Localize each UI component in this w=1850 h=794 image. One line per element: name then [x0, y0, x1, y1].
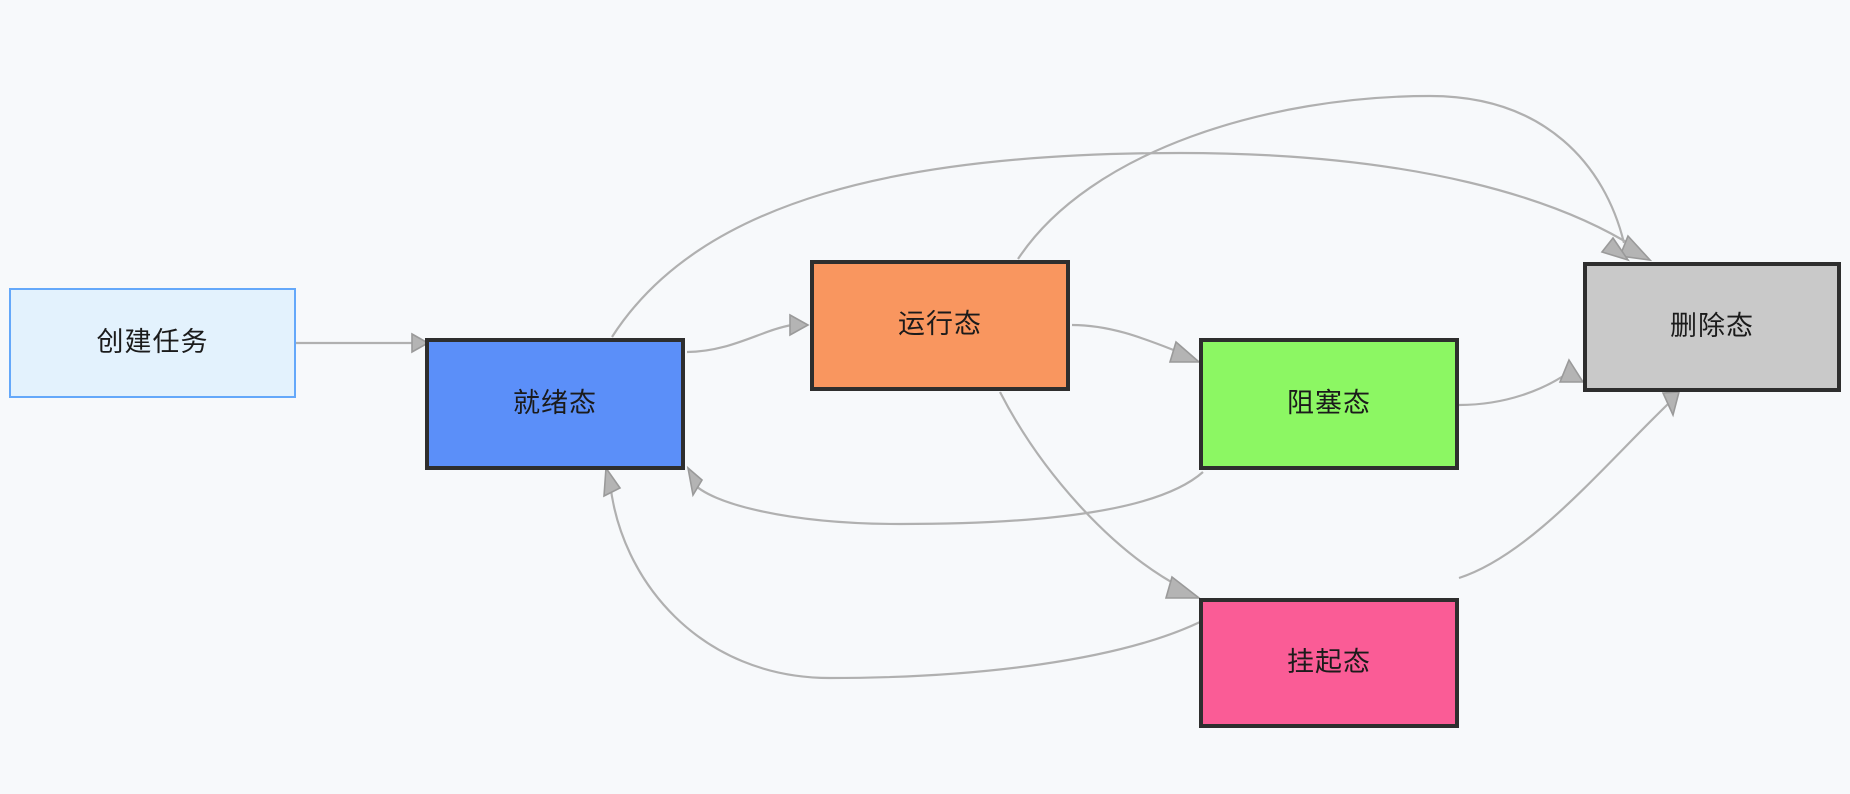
node-label-suspended-state: 挂起态	[1287, 646, 1371, 678]
node-deleted-state[interactable]: 删除态	[1583, 262, 1841, 392]
edge-create-to-ready	[296, 332, 430, 354]
edge-suspended-to-ready	[603, 465, 1201, 680]
node-ready-state[interactable]: 就绪态	[425, 338, 685, 470]
edge-running-to-blocked	[1071, 323, 1202, 363]
edge-running-to-suspended	[999, 391, 1202, 599]
node-label-running-state: 运行态	[898, 309, 982, 341]
node-label-ready-state: 就绪态	[513, 387, 597, 419]
edge-blocked-to-deleted	[1458, 358, 1585, 407]
edge-blocked-to-ready	[686, 465, 1204, 526]
node-running-state[interactable]: 运行态	[810, 260, 1070, 391]
edge-ready-to-running	[686, 313, 810, 354]
node-label-deleted-state: 删除态	[1670, 310, 1754, 342]
node-suspended-state[interactable]: 挂起态	[1199, 598, 1459, 728]
node-label-blocked-state: 阻塞态	[1287, 387, 1371, 419]
edge-running-to-deleted	[1017, 94, 1630, 262]
edge-suspended-to-deleted	[1458, 391, 1681, 580]
node-blocked-state[interactable]: 阻塞态	[1199, 338, 1459, 470]
edge-ready-to-deleted	[611, 151, 1653, 338]
node-create-task[interactable]: 创建任务	[9, 288, 296, 398]
node-label-create-task: 创建任务	[96, 326, 209, 358]
